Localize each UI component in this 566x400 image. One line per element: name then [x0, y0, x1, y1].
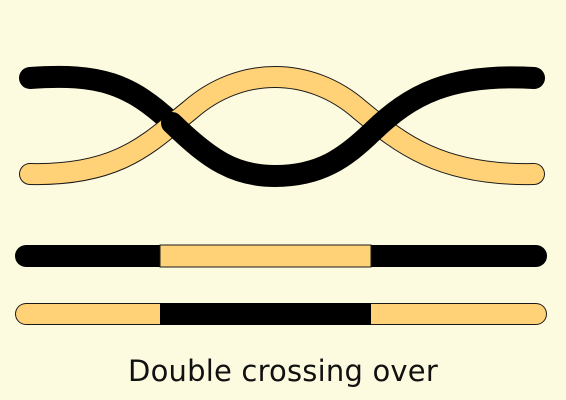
- dark-strand-right: [161, 66, 545, 188]
- dark-segment: [160, 303, 371, 325]
- recombinant-dark-chromosome: [15, 244, 547, 268]
- crossover-strands: [19, 65, 545, 188]
- diagram-caption: Double crossing over: [128, 354, 438, 388]
- dark-strand-left: [19, 65, 183, 134]
- light-segment: [159, 244, 372, 268]
- recombinant-light-chromosome: [15, 303, 547, 325]
- light-strand: [20, 67, 544, 185]
